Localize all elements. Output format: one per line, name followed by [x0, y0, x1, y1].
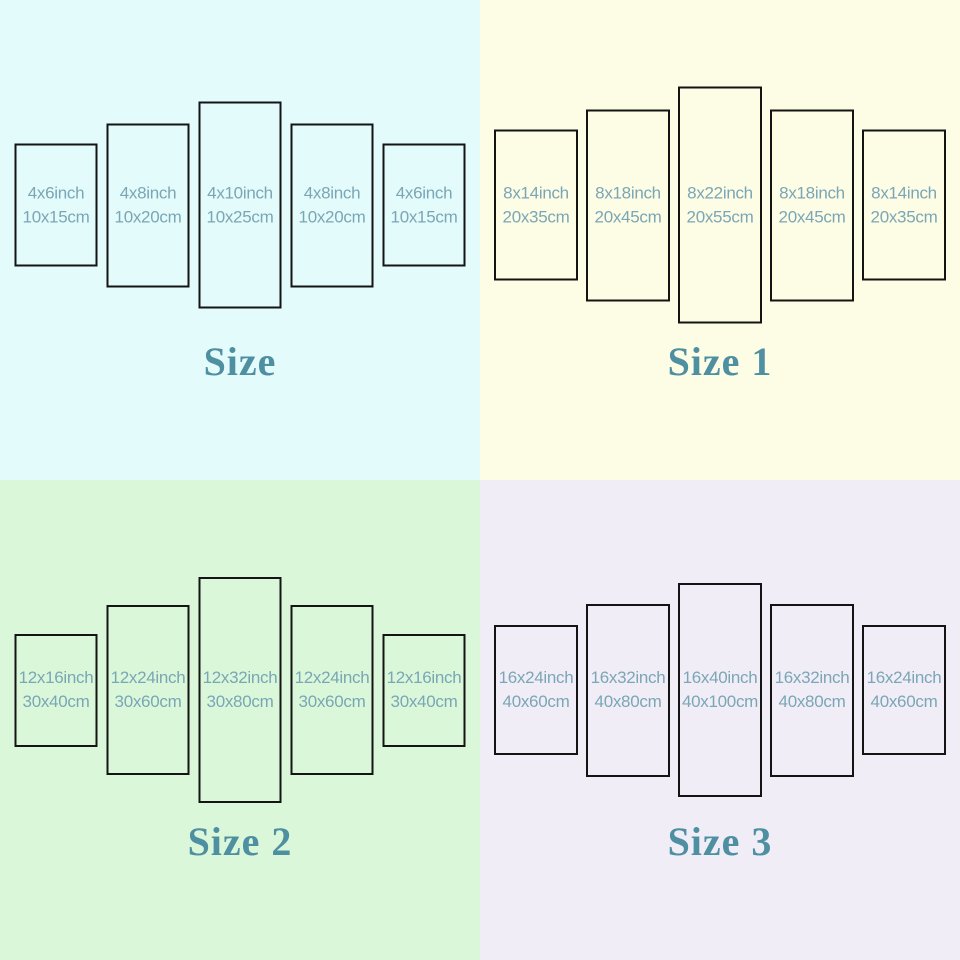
panel-size-inch: 8x22inch — [687, 183, 753, 202]
panel-label: 8x18inch 20x45cm — [772, 181, 852, 229]
panel-size-cm: 10x20cm — [114, 207, 182, 226]
panel-size-inch: 12x16inch — [386, 668, 462, 687]
panel-size-cm: 40x80cm — [778, 692, 846, 711]
panel-label: 8x18inch 20x45cm — [588, 181, 668, 229]
panel-size-inch: 4x6inch — [27, 183, 85, 202]
panel-label: 12x24inch 30x60cm — [109, 666, 188, 714]
panel-size-cm: 30x40cm — [22, 692, 90, 711]
panel-label: 8x14inch 20x35cm — [864, 181, 944, 229]
panel-size-cm: 40x60cm — [870, 692, 938, 711]
panel-size-cm: 10x15cm — [390, 207, 458, 226]
panel: 8x14inch 20x35cm — [494, 129, 578, 281]
panel-size-inch: 8x14inch — [503, 183, 569, 202]
panel: 4x8inch 10x20cm — [106, 123, 190, 287]
panel: 8x18inch 20x45cm — [770, 109, 854, 301]
panel: 16x40inch 40x100cm — [678, 583, 762, 797]
panel-size-inch: 4x10inch — [207, 183, 273, 202]
panel-size-cm: 30x60cm — [114, 692, 182, 711]
panel-size-cm: 30x40cm — [390, 692, 458, 711]
panel-row: 4x6inch 10x15cm 4x8inch 10x20cm 4x10inch… — [14, 101, 466, 309]
quadrant-title: Size 1 — [667, 339, 773, 384]
panel-size-inch: 4x6inch — [395, 183, 453, 202]
panel-size-inch: 4x8inch — [303, 183, 361, 202]
panel-size-inch: 8x18inch — [595, 183, 661, 202]
panel-label: 16x32inch 40x80cm — [772, 666, 852, 714]
quadrant-title: Size 3 — [667, 819, 773, 864]
panel: 8x22inch 20x55cm — [678, 86, 762, 324]
panel-size-cm: 10x15cm — [22, 207, 90, 226]
panel-row: 16x24inch 40x60cm 16x32inch 40x80cm 16x4… — [494, 583, 946, 797]
panel-label: 16x24inch 40x60cm — [864, 666, 944, 714]
panel: 16x24inch 40x60cm — [862, 625, 946, 755]
panel-size-inch: 16x24inch — [498, 668, 574, 687]
panel-label: 4x6inch 10x15cm — [385, 181, 464, 229]
panel-size-cm: 30x80cm — [206, 692, 274, 711]
panel-label: 4x8inch 10x20cm — [293, 181, 372, 229]
panel-size-cm: 40x100cm — [681, 692, 759, 711]
panel-size-cm: 10x25cm — [206, 207, 274, 226]
panel-label: 12x16inch 30x40cm — [385, 666, 464, 714]
panel-size-inch: 16x32inch — [774, 668, 850, 687]
quadrant-size-3: 16x24inch 40x60cm 16x32inch 40x80cm 16x4… — [480, 480, 960, 960]
panel: 12x32inch 30x80cm — [198, 577, 282, 803]
panel-size-cm: 20x45cm — [778, 207, 846, 226]
panel-row: 8x14inch 20x35cm 8x18inch 20x45cm 8x22in… — [494, 86, 946, 324]
panel-size-cm: 30x60cm — [298, 692, 366, 711]
panel-size-cm: 40x60cm — [502, 692, 570, 711]
panel: 12x24inch 30x60cm — [106, 605, 190, 775]
panel: 8x14inch 20x35cm — [862, 129, 946, 281]
panel-size-inch: 8x18inch — [779, 183, 845, 202]
panel-label: 12x16inch 30x40cm — [17, 666, 96, 714]
panel-label: 4x6inch 10x15cm — [17, 181, 96, 229]
panel: 12x16inch 30x40cm — [14, 633, 98, 747]
panel: 8x18inch 20x45cm — [586, 109, 670, 301]
panel: 12x16inch 30x40cm — [382, 633, 466, 747]
panel-size-inch: 16x40inch — [682, 668, 758, 687]
panel-size-cm: 20x55cm — [686, 207, 754, 226]
panel: 12x24inch 30x60cm — [290, 605, 374, 775]
panel-label: 4x10inch 10x25cm — [201, 181, 280, 229]
panel-label: 4x8inch 10x20cm — [109, 181, 188, 229]
panel-size-inch: 16x24inch — [866, 668, 942, 687]
panel-size-inch: 16x32inch — [590, 668, 666, 687]
panel-size-inch: 12x24inch — [294, 668, 370, 687]
panel-label: 16x24inch 40x60cm — [496, 666, 576, 714]
panel-row: 12x16inch 30x40cm 12x24inch 30x60cm 12x3… — [14, 577, 466, 803]
panel: 16x32inch 40x80cm — [586, 603, 670, 777]
panel-label: 8x22inch 20x55cm — [680, 181, 760, 229]
quadrant-title: Size 2 — [187, 819, 293, 864]
panel-label: 16x40inch 40x100cm — [680, 666, 760, 714]
panel-size-inch: 12x16inch — [18, 668, 94, 687]
panel-label: 16x32inch 40x80cm — [588, 666, 668, 714]
quadrant-size-2: 12x16inch 30x40cm 12x24inch 30x60cm 12x3… — [0, 480, 480, 960]
panel-label: 12x24inch 30x60cm — [293, 666, 372, 714]
panel-label: 8x14inch 20x35cm — [496, 181, 576, 229]
panel-size-cm: 40x80cm — [594, 692, 662, 711]
quadrant-size: 4x6inch 10x15cm 4x8inch 10x20cm 4x10inch… — [0, 0, 480, 480]
panel-size-inch: 4x8inch — [119, 183, 177, 202]
panel-size-cm: 20x35cm — [870, 207, 938, 226]
panel-size-cm: 10x20cm — [298, 207, 366, 226]
panel-size-inch: 8x14inch — [871, 183, 937, 202]
panel-size-inch: 12x24inch — [110, 668, 186, 687]
panel: 16x24inch 40x60cm — [494, 625, 578, 755]
panel: 4x6inch 10x15cm — [14, 143, 98, 267]
panel-label: 12x32inch 30x80cm — [201, 666, 280, 714]
panel: 4x6inch 10x15cm — [382, 143, 466, 267]
panel: 4x10inch 10x25cm — [198, 101, 282, 309]
panel-size-inch: 12x32inch — [202, 668, 278, 687]
quadrant-title: Size — [203, 339, 277, 384]
quadrant-size-1: 8x14inch 20x35cm 8x18inch 20x45cm 8x22in… — [480, 0, 960, 480]
panel: 16x32inch 40x80cm — [770, 603, 854, 777]
panel-size-cm: 20x45cm — [594, 207, 662, 226]
panel-size-cm: 20x35cm — [502, 207, 570, 226]
panel: 4x8inch 10x20cm — [290, 123, 374, 287]
